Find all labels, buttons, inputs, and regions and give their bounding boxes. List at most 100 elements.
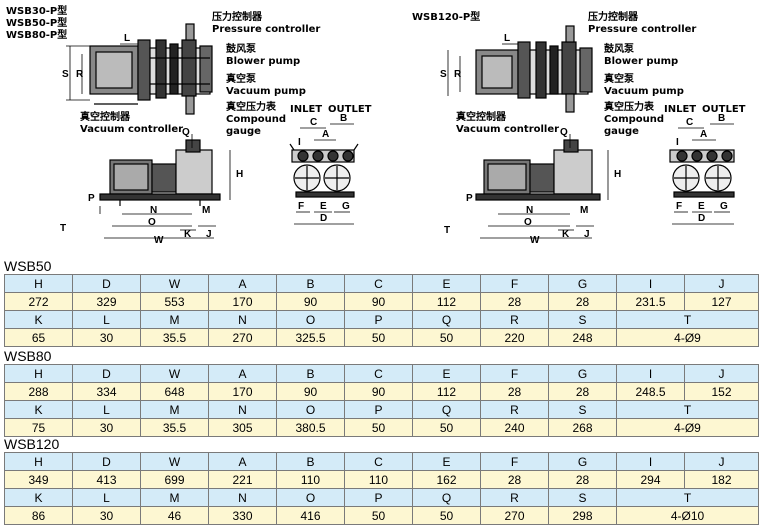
table-cell: 50 [344,418,413,437]
table-row: 349 413 699 221 110 110 162 28 28 294 18… [4,470,759,489]
table-cell: 170 [208,382,277,401]
left-dim-O: O [148,217,156,228]
left-dim-E: E [320,201,327,212]
right-dim-S: S [440,69,447,80]
left-dim-N: N [150,205,158,216]
table-cell: 50 [412,506,481,525]
table-row: 272 329 553 170 90 90 112 28 28 231.5 12… [4,292,759,311]
table-cell: 46 [140,506,209,525]
right-blower-cn: 鼓风泵 [604,44,634,55]
table-cell: 30 [72,506,141,525]
table-cell: 325.5 [276,328,345,347]
table-cell: 50 [344,328,413,347]
table-cell: 110 [344,470,413,489]
table-cell: 268 [548,418,617,437]
right-dim-E: E [698,201,705,212]
table-cell: 50 [412,328,481,347]
technical-drawings: WSB30-P型 WSB50-P型 WSB80-P型 压力控制器 Pressur… [0,0,760,258]
model-label-wsb50: WSB50-P型 [6,18,68,29]
right-compound-cn: 真空压力表 [604,102,654,113]
table-cell: 35.5 [140,418,209,437]
left-front-view [99,139,221,206]
table-cell: 86 [4,506,73,525]
table-cell: 231.5 [616,292,685,311]
table-cell: E [412,274,481,293]
table-row: H D W A B C E F G I J [4,274,759,293]
right-dim-L: L [504,33,511,44]
table-cell: 305 [208,418,277,437]
right-dim-N: N [526,205,534,216]
table-cell: 170 [208,292,277,311]
table-cell: G [548,452,617,471]
left-inlet-label: INLET [290,104,323,115]
spec-table-wsb120: H D W A B C E F G I J 349 413 699 221 11… [4,452,759,525]
model-label-wsb80: WSB80-P型 [6,30,68,41]
table-cell: 270 [208,328,277,347]
table-row: H D W A B C E F G I J [4,452,759,471]
left-dim-Q: Q [182,127,190,138]
left-front-dims [99,134,231,239]
table-cell: W [140,274,209,293]
right-blower-en: Blower pump [604,56,679,67]
table-cell: J [684,452,759,471]
table-row: K L M N O P Q R S T [4,488,759,507]
table-cell: M [140,400,209,419]
table-cell: 413 [72,470,141,489]
left-blower-cn: 鼓风泵 [226,44,256,55]
table-cell: E [412,452,481,471]
table-cell: O [276,310,345,329]
table-cell: 380.5 [276,418,345,437]
left-compound-en2: gauge [226,126,261,137]
left-dim-M: M [202,205,211,216]
right-vacctrl-en: Vacuum controller [456,124,560,135]
table-cell: 553 [140,292,209,311]
left-drawing-svg [66,23,359,239]
left-dim-W: W [154,235,164,246]
table-cell: I [616,364,685,383]
right-side-dims [672,123,734,225]
right-vacctrl-cn: 真空控制器 [456,112,506,123]
table-cell: 90 [344,292,413,311]
table-row: 75 30 35.5 305 380.5 50 50 240 268 4-Ø9 [4,418,759,437]
right-dim-A: A [700,129,708,140]
table-cell: 248 [548,328,617,347]
left-side-view [289,143,359,198]
table-cell: 330 [208,506,277,525]
table-cell: 30 [72,328,141,347]
table-cell: Q [412,400,481,419]
spec-table-wsb50: H D W A B C E F G I J 272 329 553 170 90… [4,274,759,347]
table-row: 86 30 46 330 416 50 50 270 298 4-Ø10 [4,506,759,525]
table-cell: P [344,488,413,507]
right-dim-D: D [698,213,706,224]
table-cell: 270 [480,506,549,525]
table-row: K L M N O P Q R S T [4,400,759,419]
table-cell: 248.5 [616,382,685,401]
right-top-view [475,25,593,113]
table-cell: 221 [208,470,277,489]
left-top-dims [66,43,138,101]
table-cell: P [344,310,413,329]
table-cell: L [72,488,141,507]
table-cell: I [616,452,685,471]
table-cell: 28 [480,382,549,401]
table-cell: 65 [4,328,73,347]
table-cell: 272 [4,292,73,311]
left-dim-C: C [310,117,318,128]
table-row: 65 30 35.5 270 325.5 50 50 220 248 4-Ø9 [4,328,759,347]
table-cell: H [4,274,73,293]
table-cell: Q [412,488,481,507]
table-title-wsb120: WSB120 [4,436,60,452]
left-dim-L: L [124,33,131,44]
table-row: 288 334 648 170 90 90 112 28 28 248.5 15… [4,382,759,401]
table-cell: G [548,274,617,293]
table-cell: R [480,310,549,329]
left-vacctrl-en: Vacuum controller [80,124,184,135]
left-dim-P: P [88,193,95,204]
table-cell: S [548,400,617,419]
left-dim-D: D [320,213,328,224]
right-dim-I: I [676,137,679,148]
table-cell: H [4,452,73,471]
right-dim-J: J [584,229,590,240]
right-top-dims [447,43,518,96]
left-blower-en: Blower pump [226,56,301,67]
